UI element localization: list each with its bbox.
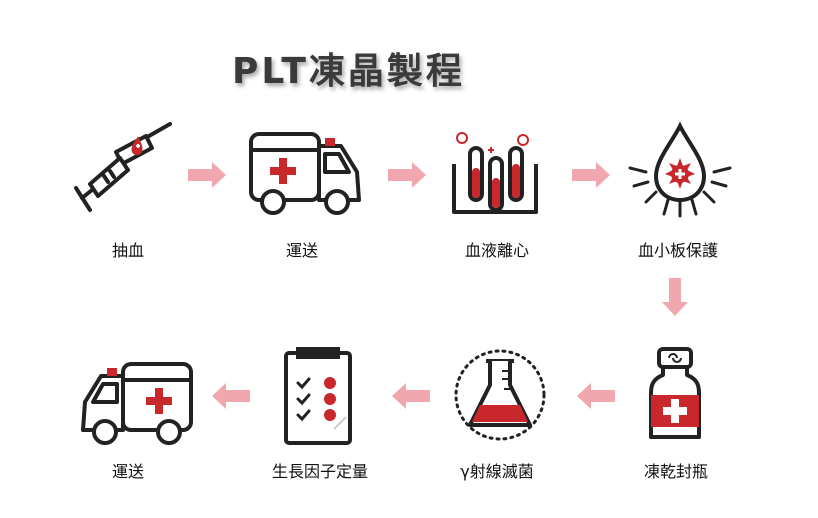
step-label-platelet-protection: 血小板保護 (637, 241, 719, 260)
blood-drop-icon (628, 121, 732, 218)
syringe-icon (74, 122, 172, 212)
step-label-freeze-dry-seal: 凍乾封瓶 (643, 462, 709, 481)
ambulance-icon (249, 132, 361, 215)
step-label-centrifuge: 血液離心 (464, 241, 530, 260)
vial-icon (649, 347, 701, 439)
step-label-draw-blood: 抽血 (111, 241, 145, 260)
flask-icon (454, 349, 546, 441)
step-label-transport-final: 運送 (111, 462, 145, 481)
step-label-growth-factor-quantification: 生長因子定量 (271, 462, 369, 481)
clipboard-icon (284, 347, 352, 445)
arrow-down-icon (662, 278, 688, 316)
diagram-title: PLT凍晶製程 (232, 51, 465, 92)
arrow-right-icon (572, 162, 610, 188)
arrow-right-icon (188, 162, 226, 188)
test-tubes-icon (452, 132, 538, 214)
arrow-right-icon (388, 162, 426, 188)
step-label-gamma-sterilization: γ射線滅菌 (460, 462, 534, 481)
step-label-transport: 運送 (285, 241, 319, 260)
arrow-left-icon (392, 383, 430, 409)
arrow-left-icon (577, 383, 615, 409)
arrow-left-icon (212, 383, 250, 409)
ambulance-icon (81, 362, 193, 445)
